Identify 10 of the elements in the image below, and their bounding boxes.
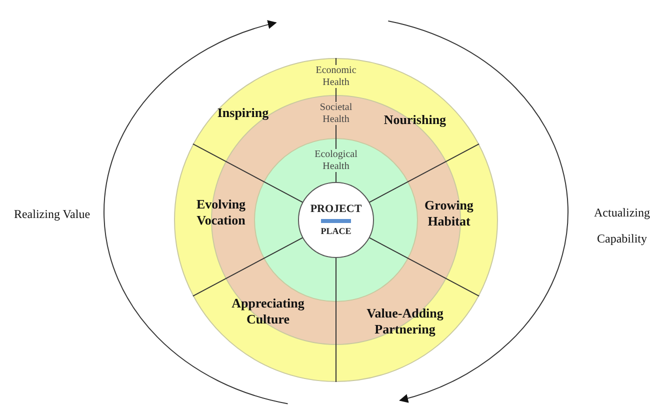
segment-label: Evolving Vocation: [195, 196, 247, 228]
segment-label: Nourishing: [382, 112, 448, 128]
cycle-label: Realizing Value: [12, 206, 92, 223]
center-label: PLACE: [320, 227, 352, 237]
cycle-label: Actualizing Capability: [593, 204, 651, 248]
segment-label: Inspiring: [216, 105, 270, 121]
center-label: PROJECT: [310, 203, 362, 216]
segment-label: Growing Habitat: [424, 197, 474, 229]
segment-label: Value-Adding Partnering: [366, 305, 444, 337]
segment-label: Appreciating Culture: [230, 295, 306, 327]
